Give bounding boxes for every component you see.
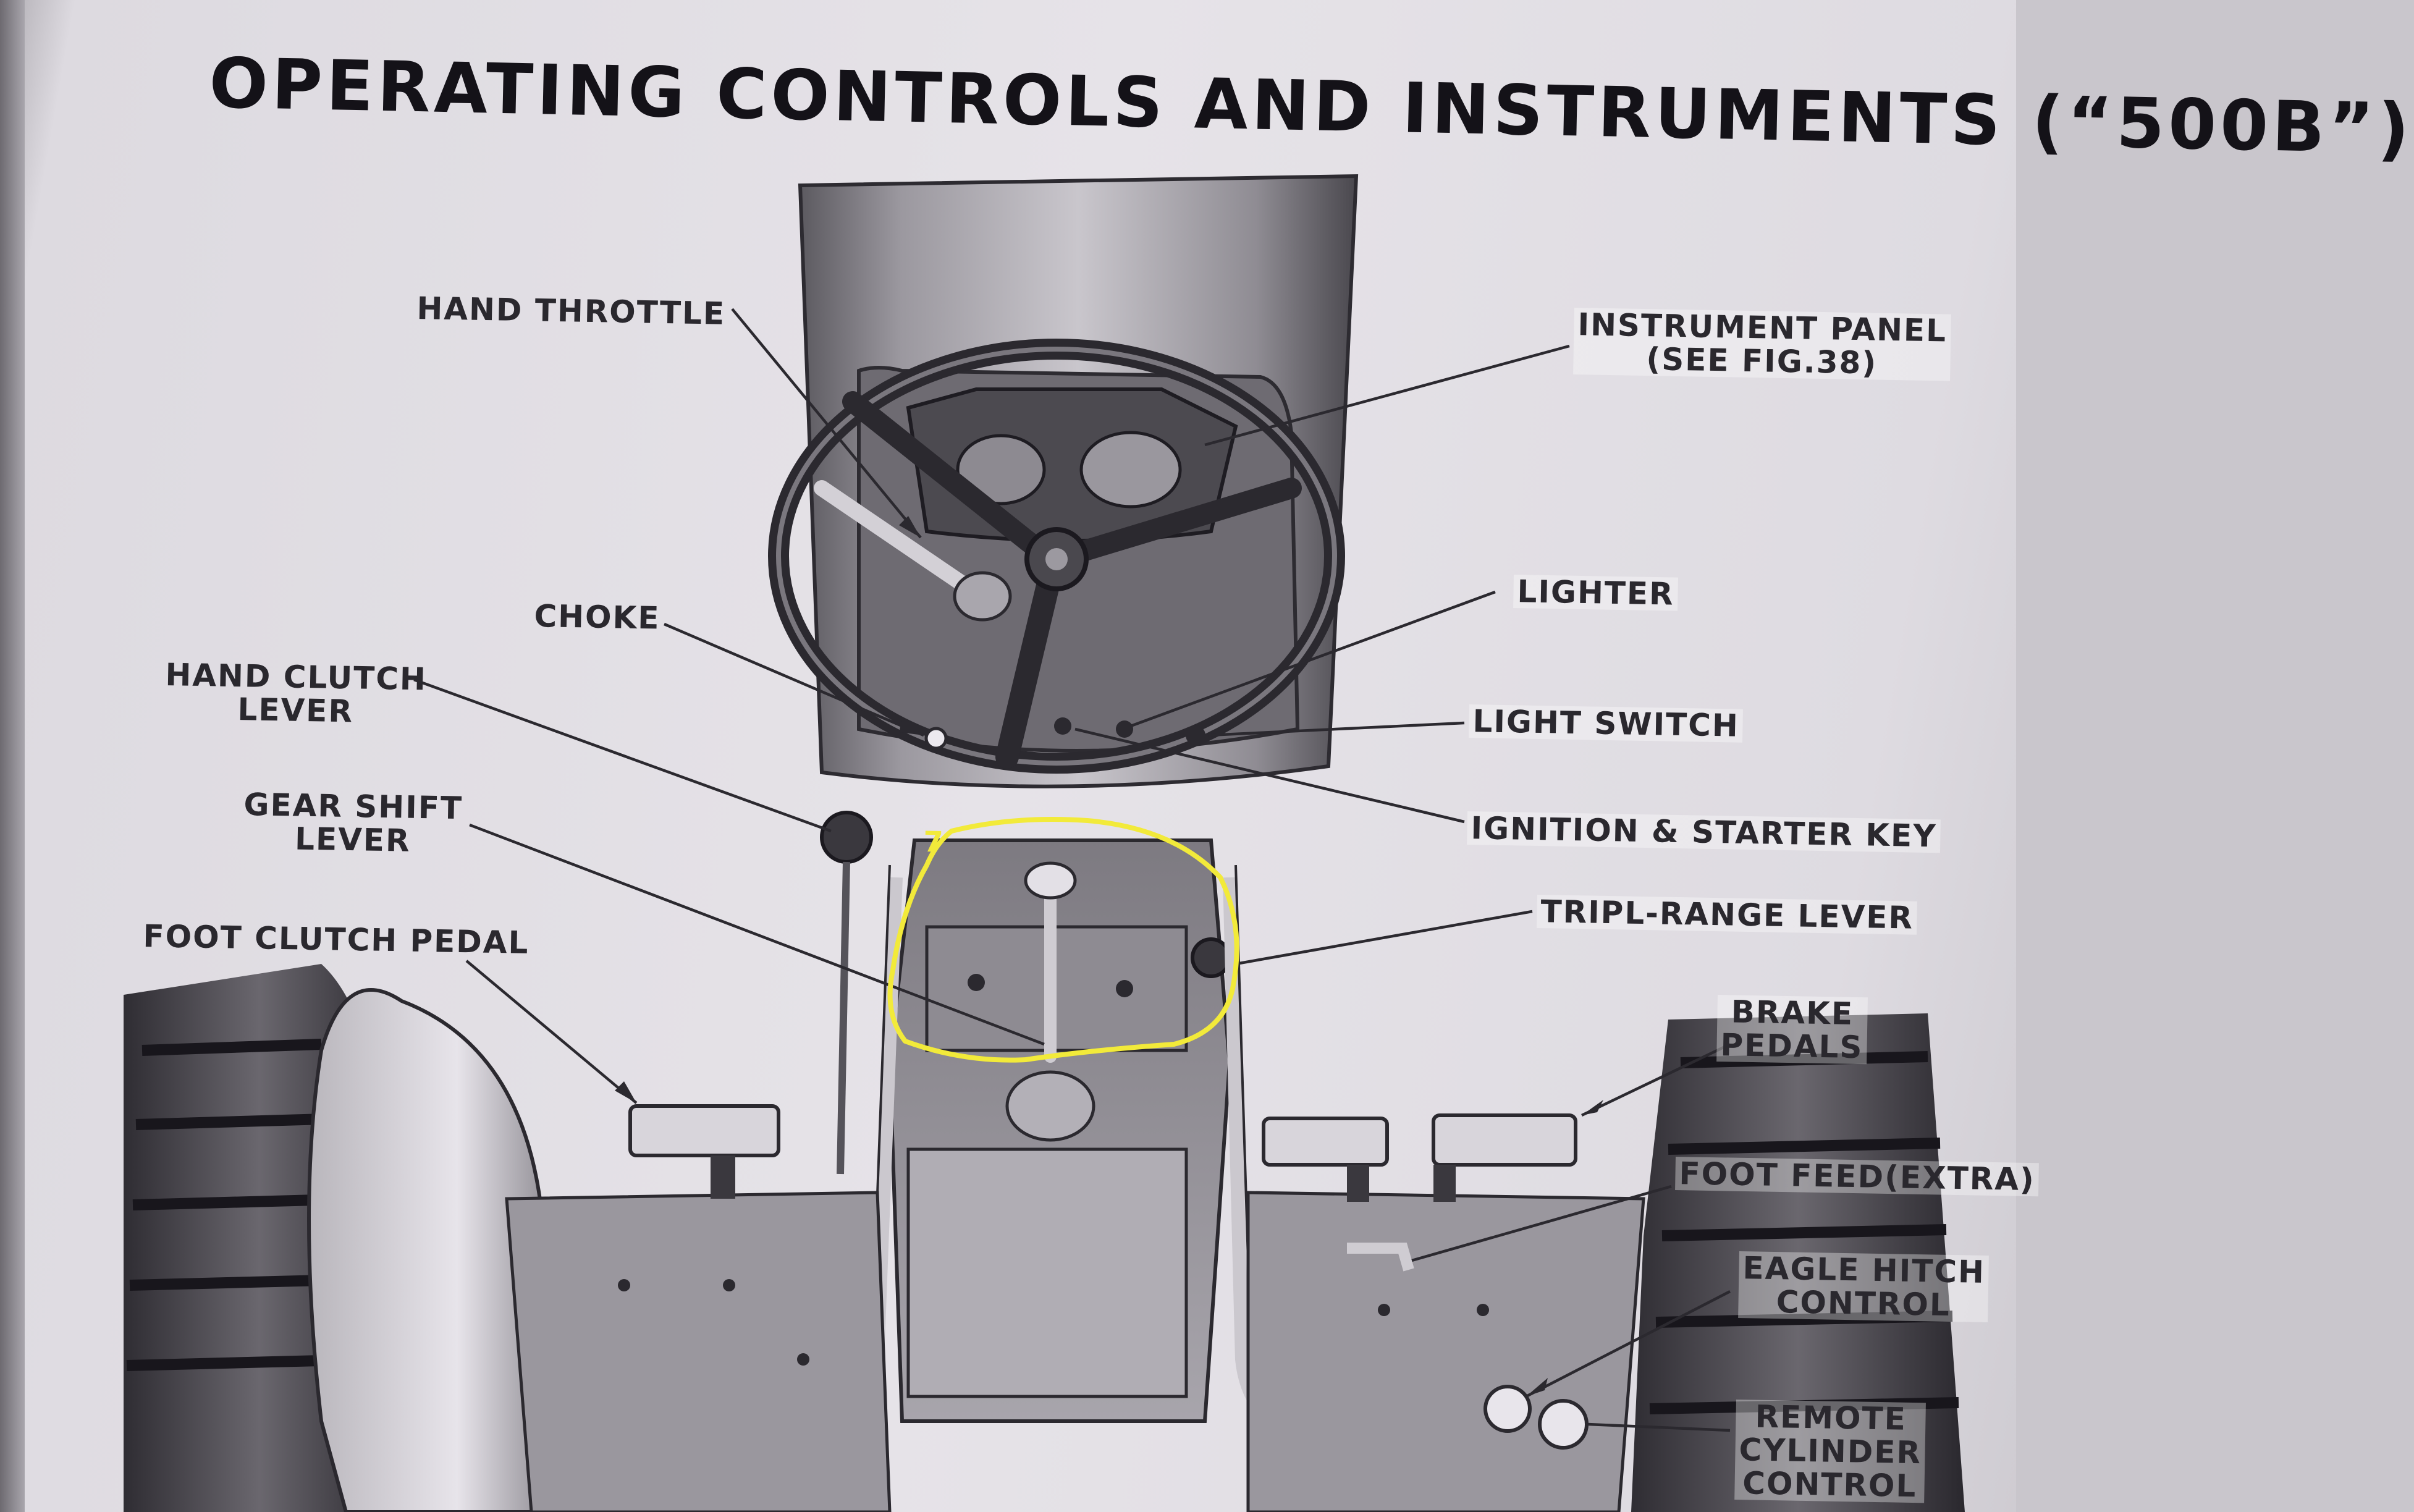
label-eagle-hitch-line2: CONTROL — [1776, 1284, 1951, 1323]
label-hand-throttle: HAND THROTTLE — [416, 290, 726, 332]
label-hand-clutch-lever: HAND CLUTCH LEVER — [164, 657, 428, 730]
gauge-left — [956, 434, 1046, 505]
label-gear-shift-line2: LEVER — [294, 821, 411, 859]
lighter-knob — [1116, 720, 1133, 738]
label-lighter: LIGHTER — [1513, 573, 1679, 612]
right-tire — [1631, 1013, 1965, 1512]
label-instrument-panel: INSTRUMENT PANEL (SEE FIG.38) — [1573, 306, 1951, 381]
page-binding-edge — [0, 0, 25, 1512]
label-choke: CHOKE — [534, 598, 660, 636]
hand-clutch-knob — [820, 811, 873, 864]
label-brake-line2: PEDALS — [1720, 1027, 1863, 1066]
eagle-hitch-knob — [1483, 1385, 1532, 1433]
brake-pedal-right — [1432, 1113, 1577, 1167]
label-brake-pedals: BRAKE PEDALS — [1716, 994, 1868, 1066]
label-remote-cylinder-control: REMOTE CYLINDER CONTROL — [1734, 1398, 1927, 1505]
hand-throttle-lever — [814, 480, 984, 601]
tripl-range-knob — [1191, 937, 1231, 978]
choke-knob — [924, 727, 948, 750]
label-ignition-starter-key: IGNITION & STARTER KEY — [1467, 810, 1941, 854]
remote-cylinder-knob — [1538, 1399, 1589, 1450]
wheel-spoke-left — [842, 391, 1061, 570]
ignition-key — [1054, 717, 1071, 735]
left-fender — [307, 988, 559, 1512]
label-tripl-range-lever: TRIPL-RANGE LEVER — [1537, 893, 1918, 936]
label-brake-line1: BRAKE — [1731, 994, 1854, 1032]
steering-wheel-rim-highlight — [776, 347, 1337, 766]
brake-pedal-left — [1262, 1117, 1389, 1167]
label-remote-line1: REMOTE — [1755, 1398, 1907, 1437]
right-axle-housing — [1246, 1191, 1645, 1512]
label-remote-line3: CONTROL — [1742, 1465, 1917, 1505]
annotation-mark: 7 — [923, 825, 945, 859]
foot-clutch-pedal — [628, 1104, 780, 1157]
light-switch-knob — [1186, 725, 1205, 745]
wheel-spoke-bottom — [995, 551, 1065, 769]
label-gear-shift-line1: GEAR SHIFT — [243, 787, 463, 827]
leader-lines — [413, 308, 1731, 1432]
label-instrument-panel-line1: INSTRUMENT PANEL — [1577, 306, 1948, 349]
lower-plate — [906, 1147, 1188, 1398]
label-hand-clutch-line1: HAND CLUTCH — [165, 657, 428, 698]
label-light-switch: LIGHT SWITCH — [1469, 703, 1744, 744]
label-foot-clutch-pedal: FOOT CLUTCH PEDAL — [143, 918, 530, 961]
label-eagle-hitch-control: EAGLE HITCH CONTROL — [1738, 1250, 1990, 1323]
wheel-spoke-right — [1046, 478, 1302, 570]
label-eagle-hitch-line1: EAGLE HITCH — [1742, 1250, 1986, 1290]
left-axle-housing — [505, 1191, 892, 1512]
label-remote-line2: CYLINDER — [1739, 1432, 1922, 1471]
annotation-circle — [887, 817, 1239, 1063]
foot-feed — [1347, 1243, 1414, 1272]
leader-arrowheads — [615, 516, 1603, 1396]
label-hand-clutch-line2: LEVER — [237, 691, 354, 730]
gauge-right — [1079, 431, 1182, 509]
label-gear-shift-lever: GEAR SHIFT LEVER — [243, 787, 463, 859]
label-foot-feed: FOOT FEED(EXTRA) — [1675, 1155, 2040, 1197]
shift-boot — [1005, 1070, 1095, 1142]
tractor-illustration — [124, 174, 1965, 1512]
